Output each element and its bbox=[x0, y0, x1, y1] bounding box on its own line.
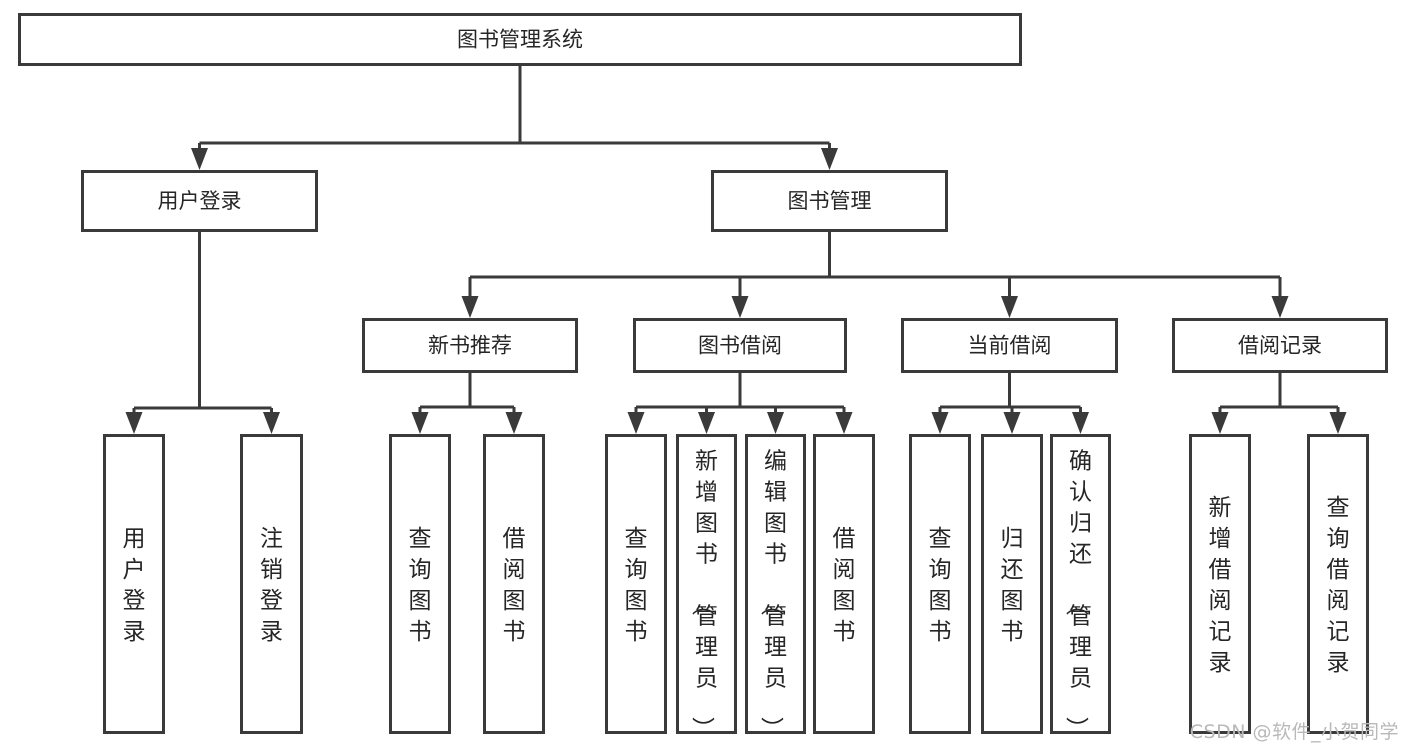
node-box bbox=[18, 13, 1022, 66]
node-leaf-add-book[interactable]: 新增图书（管理员） bbox=[676, 434, 737, 740]
arrowhead-icon bbox=[1329, 412, 1347, 434]
arrowhead-icon bbox=[1001, 296, 1018, 318]
node-box bbox=[483, 434, 545, 734]
node-label: 图书借阅 bbox=[698, 334, 782, 358]
connector-group-current-borrow bbox=[931, 373, 1089, 434]
node-label: 查询图书 bbox=[625, 526, 648, 645]
arrowhead-icon bbox=[1271, 296, 1289, 318]
arrowhead-icon bbox=[698, 412, 715, 434]
arrowhead-icon bbox=[931, 412, 949, 434]
node-root[interactable]: 图书管理系统 bbox=[18, 13, 1022, 66]
node-box bbox=[711, 170, 948, 232]
connector-group-book-borrow bbox=[627, 373, 853, 434]
node-leaf-user-logout[interactable]: 注销登录 bbox=[240, 434, 303, 734]
node-leaf-query-book-2[interactable]: 查询图书 bbox=[605, 434, 667, 734]
node-box bbox=[362, 318, 578, 373]
arrowhead-icon bbox=[411, 412, 429, 434]
arrowhead-icon bbox=[627, 412, 645, 434]
node-leaf-edit-book[interactable]: 编辑图书（管理员） bbox=[745, 434, 806, 740]
node-label: 新增借阅记录 bbox=[1209, 495, 1232, 676]
arrowhead-icon bbox=[1072, 412, 1089, 434]
node-label: 图书管理 bbox=[788, 189, 872, 213]
connector-group-borrow-record bbox=[1211, 373, 1347, 434]
node-leaf-borrow-book-2[interactable]: 借阅图书 bbox=[813, 434, 875, 734]
connector-group-book-manage bbox=[461, 232, 1289, 318]
arrowhead-icon bbox=[767, 412, 784, 434]
connector-layer bbox=[125, 66, 1347, 434]
watermark-label: CSDN @软件_小贺同学 bbox=[1189, 721, 1399, 743]
node-current-borrow[interactable]: 当前借阅 bbox=[901, 318, 1118, 373]
node-label: 借阅记录 bbox=[1238, 334, 1322, 358]
node-box bbox=[1050, 434, 1111, 734]
node-label: 归还图书 bbox=[1001, 526, 1024, 645]
node-label: 编辑图书（管理员） bbox=[758, 449, 787, 740]
node-book-manage[interactable]: 图书管理 bbox=[711, 170, 948, 232]
node-label: 图书管理系统 bbox=[457, 28, 583, 52]
node-box bbox=[676, 434, 737, 734]
node-box bbox=[981, 434, 1043, 734]
arrowhead-icon bbox=[505, 412, 523, 434]
connector-group-user-login bbox=[125, 232, 280, 434]
connector-group-new-book-recommend bbox=[411, 373, 523, 434]
node-leaf-query-record[interactable]: 查询借阅记录 bbox=[1307, 434, 1369, 734]
node-box bbox=[103, 434, 165, 734]
node-label: 借阅图书 bbox=[503, 526, 526, 645]
node-label: 确认归还（管理员） bbox=[1063, 449, 1092, 740]
node-new-book-recommend[interactable]: 新书推荐 bbox=[362, 318, 578, 373]
arrowhead-icon bbox=[731, 296, 749, 318]
node-box bbox=[1189, 434, 1251, 734]
node-box bbox=[1172, 318, 1388, 373]
arrowhead-icon bbox=[835, 412, 853, 434]
node-box bbox=[1307, 434, 1369, 734]
node-label: 查询图书 bbox=[929, 526, 952, 645]
node-label: 新增图书（管理员） bbox=[689, 449, 718, 740]
arrowhead-icon bbox=[1211, 412, 1229, 434]
node-label: 借阅图书 bbox=[833, 526, 856, 645]
node-label: 查询图书 bbox=[409, 526, 432, 645]
node-borrow-record[interactable]: 借阅记录 bbox=[1172, 318, 1388, 373]
node-box bbox=[909, 434, 971, 734]
node-leaf-return-book[interactable]: 归还图书 bbox=[981, 434, 1043, 734]
node-layer: 图书管理系统用户登录图书管理新书推荐图书借阅当前借阅借阅记录用户登录注销登录查询… bbox=[18, 13, 1388, 740]
node-box bbox=[901, 318, 1118, 373]
node-label: 查询借阅记录 bbox=[1327, 495, 1350, 676]
node-box bbox=[81, 170, 318, 232]
node-box bbox=[633, 318, 847, 373]
node-box bbox=[240, 434, 303, 734]
node-leaf-add-record[interactable]: 新增借阅记录 bbox=[1189, 434, 1251, 734]
node-label: 用户登录 bbox=[158, 189, 242, 213]
node-label: 当前借阅 bbox=[968, 334, 1052, 358]
node-box bbox=[389, 434, 451, 734]
node-leaf-query-book-1[interactable]: 查询图书 bbox=[389, 434, 451, 734]
node-box bbox=[605, 434, 667, 734]
node-label: 注销登录 bbox=[260, 526, 283, 645]
arrowhead-icon bbox=[1003, 412, 1021, 434]
node-box bbox=[813, 434, 875, 734]
arrowhead-icon bbox=[125, 412, 143, 434]
node-label: 新书推荐 bbox=[428, 334, 512, 358]
node-book-borrow[interactable]: 图书借阅 bbox=[633, 318, 847, 373]
connector-group-root bbox=[191, 66, 838, 170]
node-leaf-confirm-return[interactable]: 确认归还（管理员） bbox=[1050, 434, 1111, 740]
node-leaf-borrow-book-1[interactable]: 借阅图书 bbox=[483, 434, 545, 734]
node-leaf-query-book-3[interactable]: 查询图书 bbox=[909, 434, 971, 734]
arrowhead-icon bbox=[191, 148, 208, 170]
node-user-login[interactable]: 用户登录 bbox=[81, 170, 318, 232]
node-label: 用户登录 bbox=[123, 526, 146, 645]
arrowhead-icon bbox=[821, 148, 838, 170]
arrowhead-icon bbox=[263, 412, 280, 434]
arrowhead-icon bbox=[461, 296, 479, 318]
node-leaf-user-login[interactable]: 用户登录 bbox=[103, 434, 165, 734]
node-box bbox=[745, 434, 806, 734]
